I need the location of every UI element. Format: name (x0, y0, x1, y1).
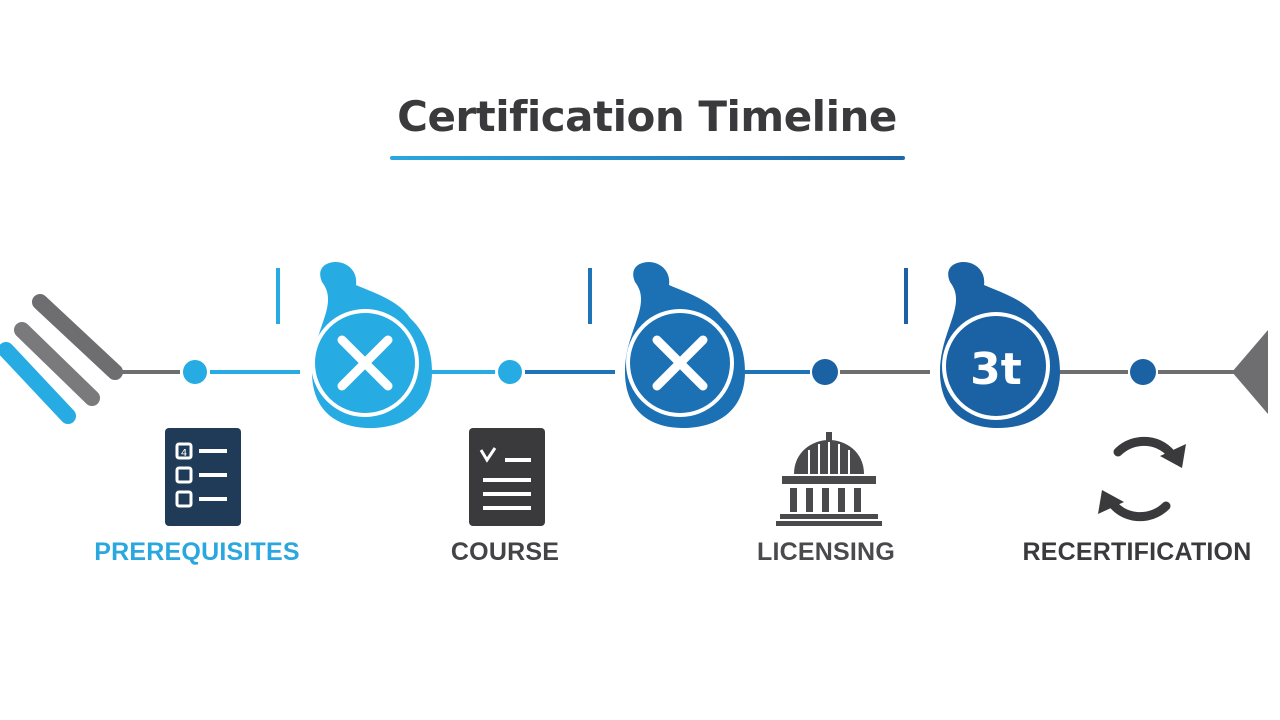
milestone-2 (625, 262, 745, 428)
start-bars-icon (0, 294, 123, 424)
end-arrow-icon (1232, 330, 1268, 414)
institution-icon (776, 432, 882, 526)
svg-text:4: 4 (181, 448, 187, 459)
x-mark-icon (652, 335, 708, 391)
timeline-dot (812, 359, 838, 385)
refresh-cycle-icon (1098, 436, 1186, 522)
step-label-licensing: Licensing (757, 538, 895, 566)
milestone-3: 3t (940, 262, 1060, 428)
step-label-course: Course (450, 538, 560, 566)
step-label-recertification: Recertification (1022, 538, 1252, 566)
timeline-dot (183, 360, 207, 384)
timeline-dot (1130, 359, 1156, 385)
checklist-icon: 4 (165, 428, 241, 526)
page-title: Certification Timeline (397, 92, 897, 141)
timeline-dot (498, 360, 522, 384)
milestone-1 (311, 262, 432, 428)
x-mark-icon (337, 335, 393, 391)
step-label-prerequisites: Prerequisites (94, 538, 300, 566)
document-icon (469, 428, 545, 526)
title-underline (390, 156, 905, 160)
milestone-3-badge: 3t (970, 344, 1022, 395)
